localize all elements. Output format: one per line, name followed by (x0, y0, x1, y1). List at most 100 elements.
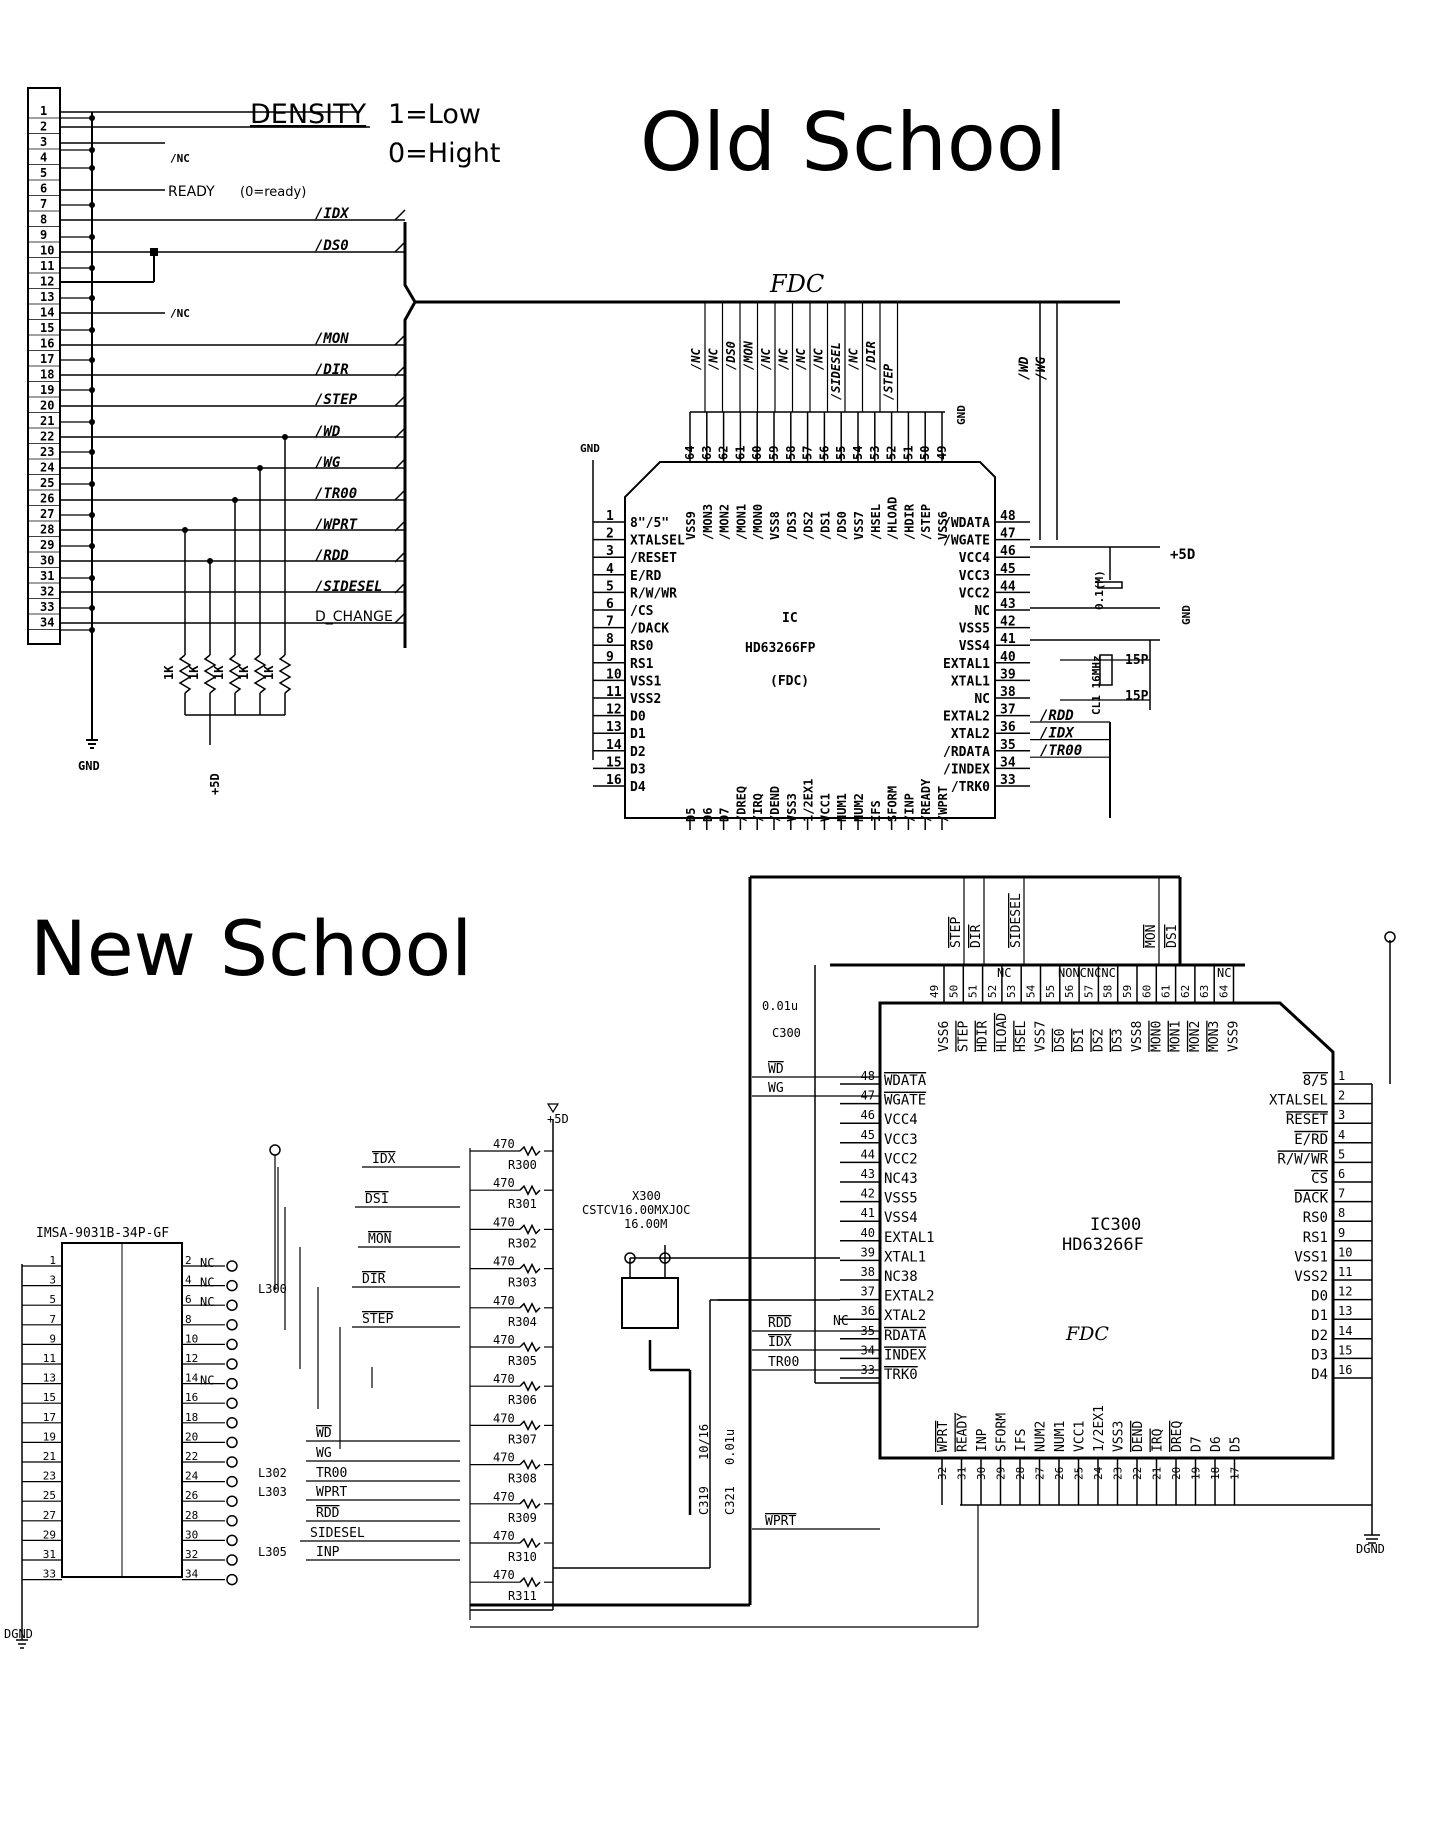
top-net-label: DS1 (1165, 925, 1180, 948)
resistor-ref: R303 (508, 1276, 537, 1290)
old-connector-pin-number: 18 (40, 368, 54, 382)
old-xtal-label: CL1 16MHz (1090, 655, 1103, 715)
connector-pin-number: 11 (43, 1352, 56, 1365)
old-bus-vertical (403, 222, 417, 648)
ic-pin-number: 52 (885, 446, 899, 460)
ic-pin-number: 39 (861, 1245, 875, 1259)
connector-pin-number: 4 (185, 1274, 192, 1287)
ic-pin-signal: NC38 (884, 1269, 918, 1285)
connector-pin-number: 22 (185, 1450, 198, 1463)
ic-pin-signal: /HDIR (902, 503, 916, 540)
ic-pin-number: 7 (1338, 1187, 1345, 1201)
ic-pin-signal: VSS9 (1227, 1021, 1242, 1052)
old-signal-label: /WD (315, 424, 340, 440)
inductor-label: L305 (258, 1545, 287, 1559)
ic-pin-number: 28 (1014, 1467, 1027, 1480)
connector-pin-number: 31 (43, 1548, 56, 1561)
resistor-ref: R307 (508, 1432, 537, 1446)
left-net-label: WD (768, 1062, 784, 1077)
gnd-symbol (86, 739, 98, 749)
resistor-value: 470 (493, 1176, 515, 1190)
signal-label: WPRT (316, 1485, 347, 1500)
ic-pin-number: 16 (606, 773, 622, 788)
old-signal-label: /DIR (315, 362, 349, 378)
right-net-label: /TR00 (1040, 743, 1082, 759)
ic-pin-signal: VSS8 (1130, 1021, 1145, 1052)
inductor-label: L302 (258, 1466, 287, 1480)
c300-value: 0.01u (762, 999, 798, 1013)
old-gnd-right: GND (1180, 605, 1193, 625)
ic-pin-number: 26 (1053, 1467, 1066, 1480)
junction-dot (182, 527, 188, 533)
old-connector-pin-number: 17 (40, 352, 54, 366)
ic-pin-signal: VSS3 (1112, 1421, 1127, 1452)
ic-pin-signal: XTAL1 (884, 1249, 926, 1265)
ic-pin-number: 32 (936, 1467, 949, 1480)
old-connector-pin-number: 31 (40, 569, 54, 583)
ready-note: (0=ready) (240, 185, 306, 200)
ic-pin-signal: 8/5 (1303, 1073, 1328, 1089)
ic-pin-number: 27 (1034, 1467, 1047, 1480)
new-wiring (16, 965, 979, 1649)
resistor-ref: R306 (508, 1393, 537, 1407)
ic-pin-number: 8 (1338, 1206, 1345, 1220)
connector-pin-number: 5 (49, 1293, 56, 1306)
ic-pin-signal: TRK0 (884, 1367, 918, 1383)
resistor-value: 470 (493, 1255, 515, 1269)
new-ic-ref: IC300 (1090, 1215, 1141, 1235)
ic-pin-number: 59 (1121, 985, 1134, 998)
junction-dot (257, 465, 263, 471)
junction-dot (89, 627, 95, 633)
ic-pin-number: 45 (1000, 562, 1016, 577)
old-connector-pin-number: 25 (40, 476, 54, 490)
old-ic-top-pins: 64VSS963/MON362/MON261/MON160/MON059VSS8… (683, 302, 950, 540)
junction-dot (89, 419, 95, 425)
resistor-value: 1K (212, 665, 226, 680)
signal-label: STEP (362, 1312, 393, 1327)
ic-pin-number: 49 (935, 446, 949, 460)
old-connector-pin-number: 23 (40, 445, 54, 459)
old-school-title: Old School (640, 96, 1067, 189)
resistor-ref: R309 (508, 1511, 537, 1525)
signal-label: RDD (316, 1506, 340, 1521)
top-net-label: /NC (794, 348, 808, 370)
ic-pin-signal: VCC2 (884, 1151, 918, 1167)
bus-entry (394, 334, 406, 346)
old-ic-right-pins: 48/WDATA47/WGATE46VCC445VCC344VCC243NC42… (943, 302, 1160, 818)
old-connector-pin-number: 26 (40, 492, 54, 506)
right-net-label: /WG (1034, 356, 1049, 380)
old-nc-label: /NC (170, 307, 190, 320)
ic-pin-number: 24 (1092, 1466, 1105, 1480)
resistor-symbol (519, 1419, 541, 1432)
old-signal-label: /RDD (315, 548, 349, 564)
resistor-ref: R300 (508, 1158, 537, 1172)
ic-pin-signal: NUM1 (835, 793, 849, 822)
new-plus5d: +5D (547, 1112, 569, 1126)
test-point (269, 1144, 281, 1156)
ic-pin-signal: D2 (630, 745, 646, 760)
left-net-label: RDD (768, 1316, 792, 1331)
ferrite-bead (226, 1554, 238, 1566)
ic-pin-signal: /MON3 (701, 504, 715, 540)
resistor-ref: R311 (508, 1589, 537, 1603)
ic-pin-signal: D1 (1311, 1308, 1328, 1324)
top-net-label: MON (1144, 925, 1159, 948)
ic-pin-signal: /WGATE (943, 534, 990, 549)
ic-pin-number: 43 (1000, 597, 1016, 612)
ic-pin-signal: INDEX (884, 1347, 927, 1363)
old-ic-body (624, 461, 996, 819)
ic-pin-signal: VSS9 (684, 511, 698, 540)
ic-pin-number: 63 (700, 446, 714, 460)
new-resistor-bank: 470R300470R301470R302470R303470R304470R3… (469, 1120, 554, 1620)
ic-pin-signal: DS0 (1053, 1029, 1068, 1052)
ic-pin-signal: VSS1 (630, 674, 661, 689)
ic-pin-number: 18 (1209, 1467, 1222, 1480)
ic-pin-number: 53 (868, 446, 882, 460)
ferrite-bead (226, 1534, 238, 1547)
ic-pin-signal: RS1 (1303, 1230, 1328, 1246)
ic-pin-number: 19 (1190, 1467, 1203, 1480)
resistor-ref: R301 (508, 1197, 537, 1211)
ic-pin-signal: /DS2 (802, 511, 816, 540)
resistor-value: 470 (493, 1411, 515, 1425)
